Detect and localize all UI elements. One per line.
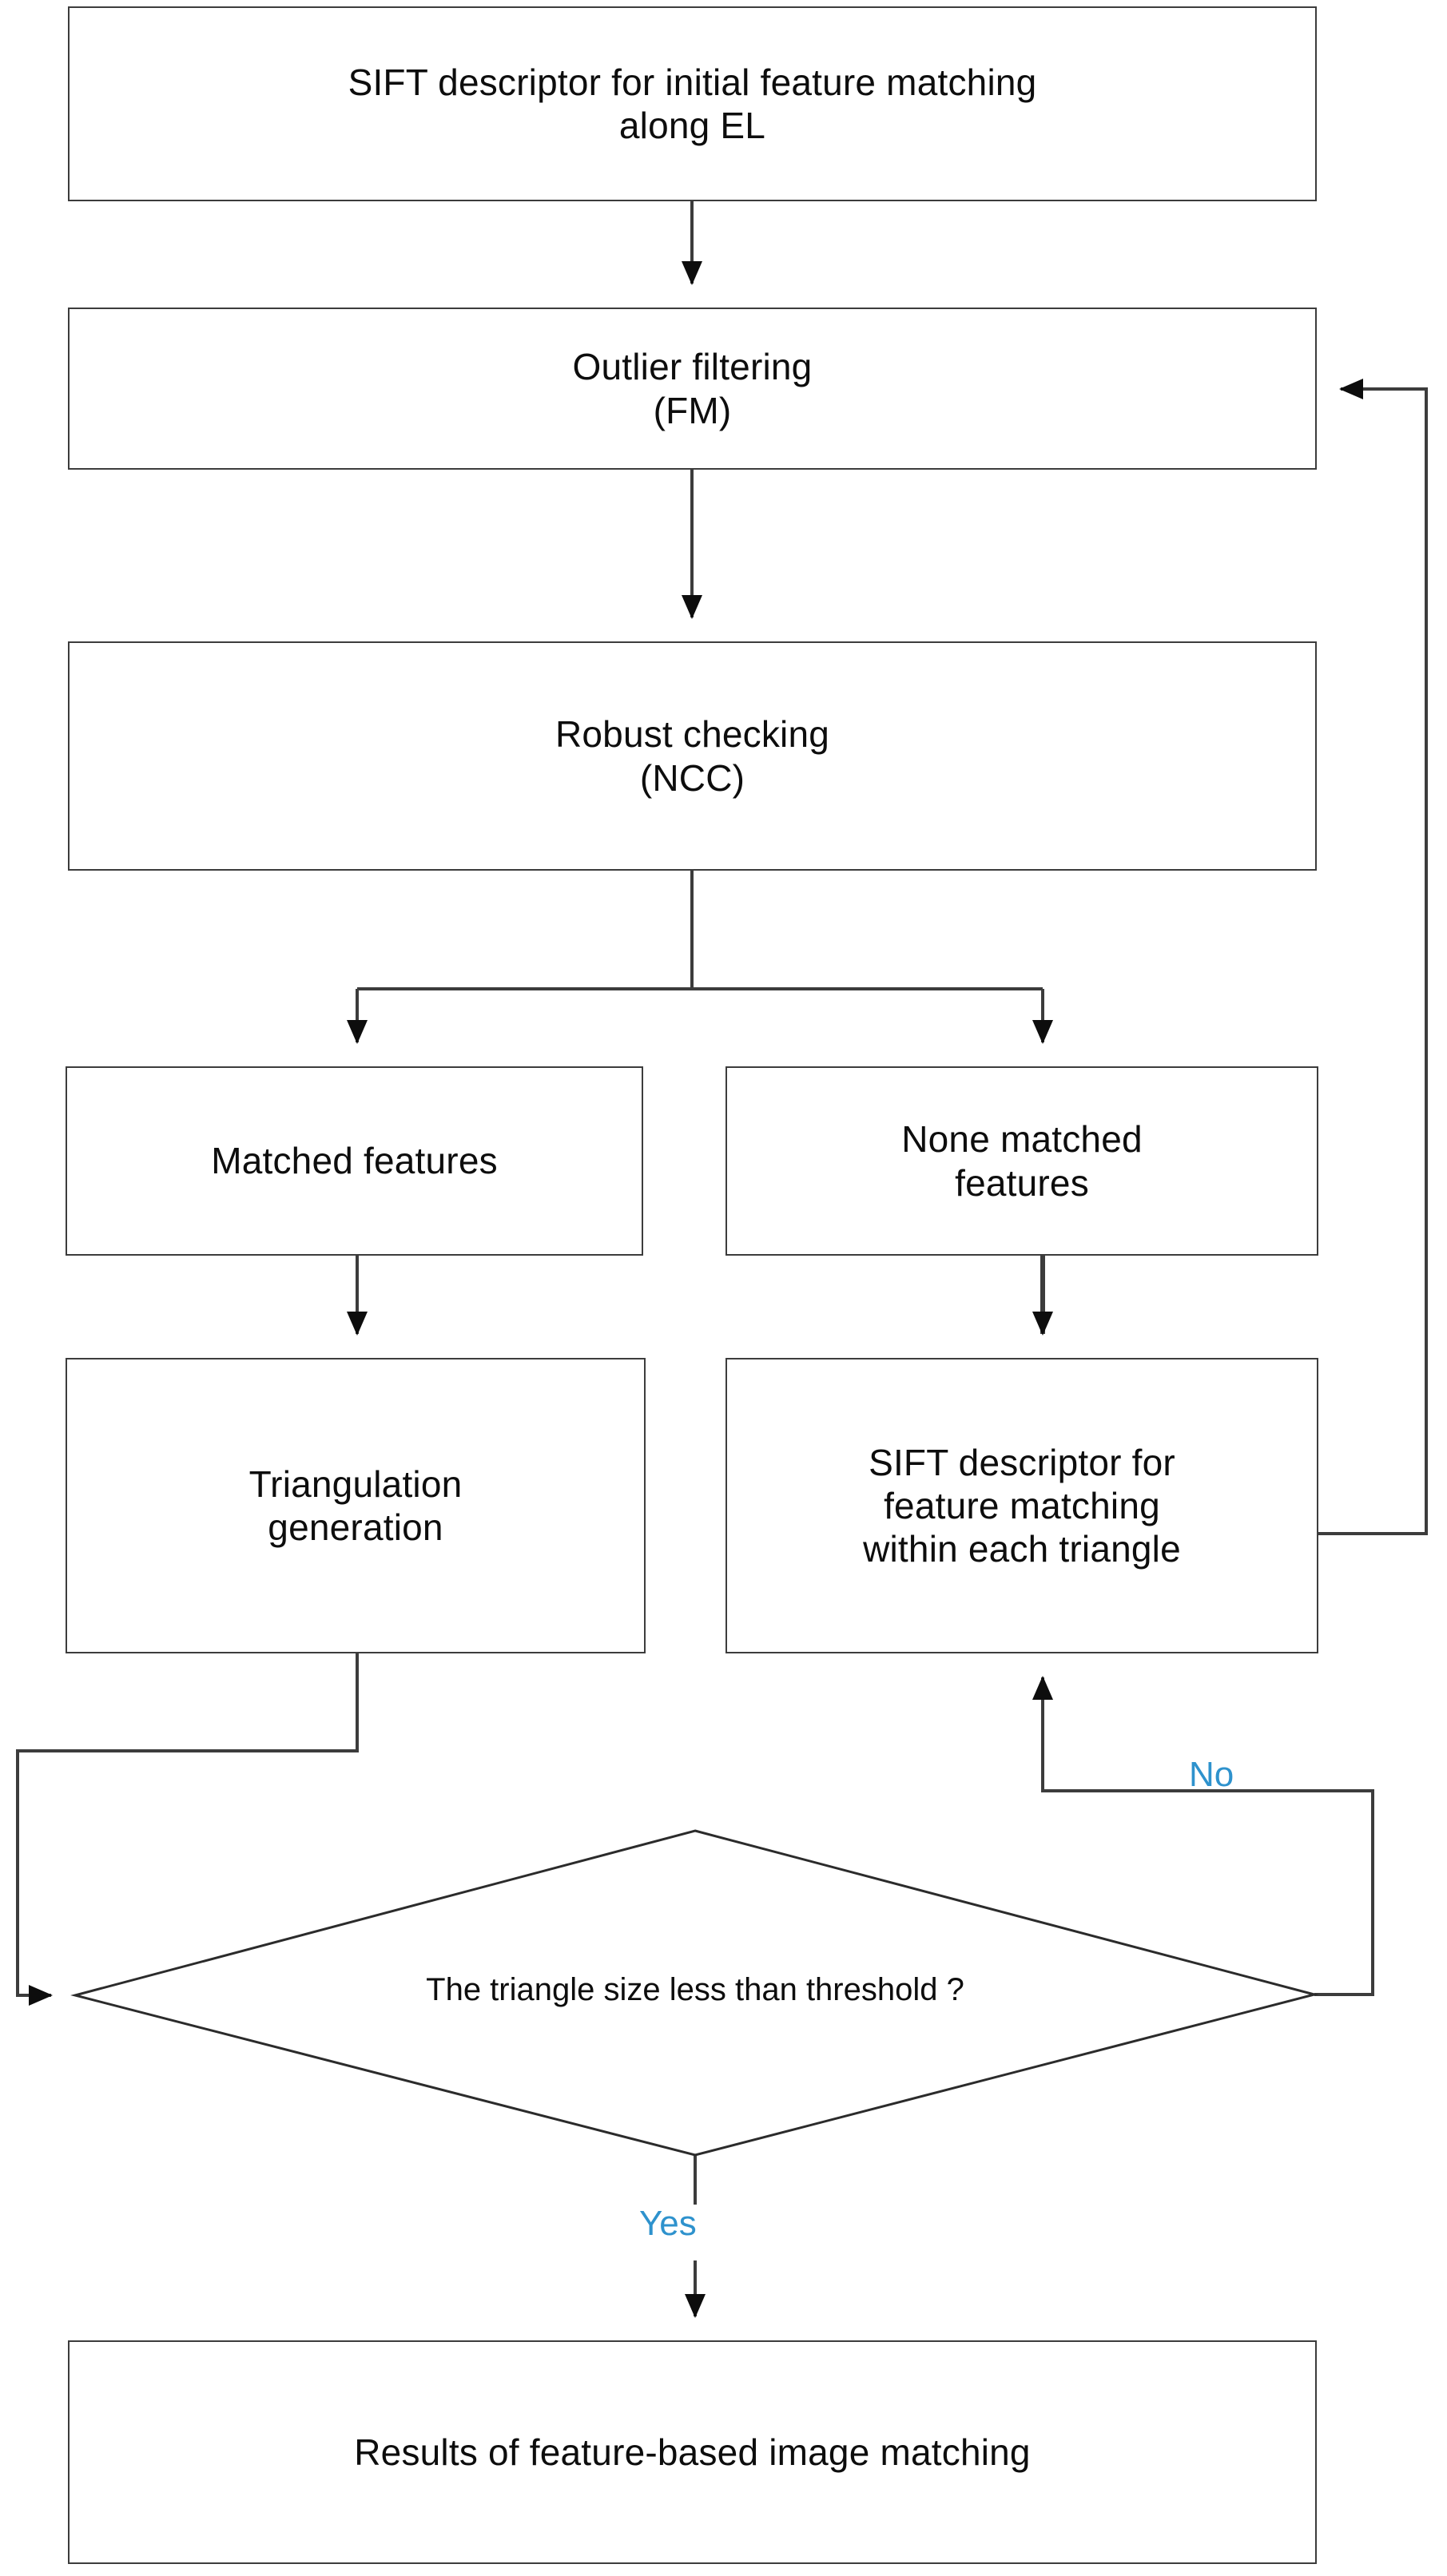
node-none-matched-features-label: None matched features: [901, 1118, 1143, 1204]
edge-sift-triangle-feedback-to-outlier: [1318, 379, 1428, 1535]
node-matched-features[interactable]: Matched features: [66, 1066, 643, 1256]
node-results-label: Results of feature-based image matching: [354, 2431, 1031, 2473]
node-results[interactable]: Results of feature-based image matching: [68, 2340, 1317, 2564]
node-none-matched-features[interactable]: None matched features: [725, 1066, 1318, 1256]
edge-label-no: No: [1189, 1755, 1234, 1794]
node-robust-checking[interactable]: Robust checking (NCC): [68, 641, 1317, 871]
node-matched-features-label: Matched features: [211, 1140, 498, 1182]
node-triangle-size-decision-label: The triangle size less than threshold ?: [426, 1972, 964, 2007]
node-triangulation-generation-label: Triangulation generation: [248, 1463, 463, 1548]
edge-triangulation-to-decision: [16, 1653, 359, 2006]
node-robust-checking-label: Robust checking (NCC): [555, 713, 830, 799]
node-sift-within-triangle[interactable]: SIFT descriptor for feature matching wit…: [725, 1358, 1318, 1653]
node-outlier-filtering-label: Outlier filtering (FM): [572, 346, 813, 431]
node-triangulation-generation[interactable]: Triangulation generation: [66, 1358, 646, 1653]
node-sift-initial-label: SIFT descriptor for initial feature matc…: [348, 61, 1037, 146]
node-sift-within-triangle-label: SIFT descriptor for feature matching wit…: [863, 1441, 1181, 1570]
edge-decision-no-to-sift-triangle: [1032, 1676, 1374, 1996]
edge-label-yes: Yes: [639, 2204, 697, 2243]
node-sift-initial[interactable]: SIFT descriptor for initial feature matc…: [68, 6, 1317, 201]
node-outlier-filtering[interactable]: Outlier filtering (FM): [68, 308, 1317, 470]
